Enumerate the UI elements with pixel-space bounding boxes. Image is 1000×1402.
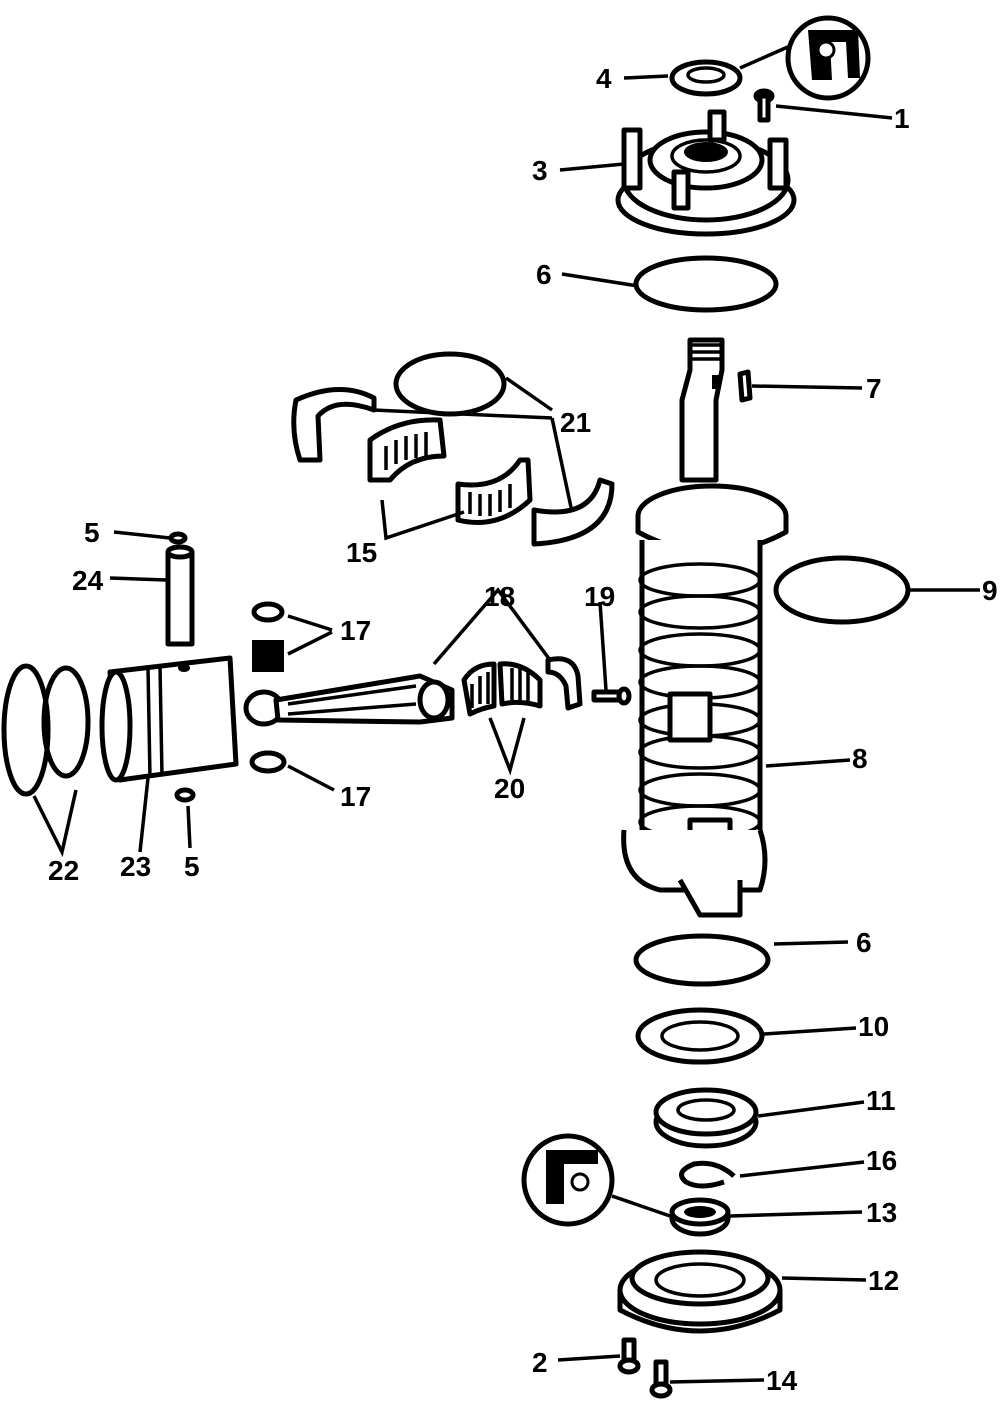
callout-24: 24	[72, 565, 104, 596]
callout-7: 7	[866, 373, 882, 404]
callout-10: 10	[858, 1011, 889, 1042]
callout-21: 21	[560, 407, 591, 438]
rod-cap-part	[545, 656, 583, 711]
connecting-rod-part	[243, 673, 455, 727]
lower-seal-detail-icon	[521, 1133, 615, 1227]
leader-lines	[32, 74, 980, 1384]
snap-ring-part	[679, 1160, 736, 1189]
piston-part	[99, 655, 239, 783]
callout-11: 11	[866, 1085, 896, 1116]
callout-17-upper: 17	[340, 615, 371, 646]
callout-13: 13	[866, 1197, 897, 1228]
upper-o-ring-part	[633, 255, 779, 313]
bolt-part-14	[649, 1359, 673, 1399]
crankshaft-seal-ring-part	[773, 555, 911, 625]
upper-bearing-housing-part	[615, 109, 797, 237]
callout-12: 12	[868, 1265, 899, 1296]
callout-16: 16	[866, 1145, 897, 1176]
callout-18: 18	[484, 581, 515, 612]
bolt-part-2	[617, 1337, 641, 1375]
needle-bearing-cages-part	[367, 417, 533, 525]
ball-bearing-part	[653, 1087, 759, 1149]
callout-15: 15	[346, 537, 377, 568]
callout-1: 1	[894, 103, 910, 134]
leader-detail-bottom	[611, 1194, 671, 1218]
callout-4: 4	[596, 63, 612, 94]
bearing-plate-part	[635, 1007, 765, 1065]
callout-6-lower: 6	[856, 927, 872, 958]
seal-ring-part	[669, 59, 743, 97]
callout-5-upper: 5	[84, 517, 100, 548]
piston-rings-part	[1, 663, 91, 797]
lower-seal-part	[669, 1197, 731, 1237]
key-part	[737, 369, 753, 403]
top-seal-detail-icon	[785, 15, 871, 101]
callout-17-lower: 17	[340, 781, 371, 812]
callout-6-upper: 6	[536, 259, 552, 290]
pin-retainer-upper-part	[168, 531, 188, 545]
lower-bearing-housing-part	[617, 1249, 783, 1334]
rod-cap-screw-part	[591, 686, 632, 706]
piston-pin-part	[165, 544, 195, 647]
bearing-race-halves-part	[291, 351, 615, 547]
screw-part	[753, 88, 775, 123]
pin-retainer-lower-part	[174, 787, 196, 803]
callout-20: 20	[494, 773, 525, 804]
callout-22: 22	[48, 855, 79, 886]
small-end-bearing-part	[249, 601, 287, 774]
callout-5-lower: 5	[184, 851, 200, 882]
crankshaft-part	[621, 337, 789, 918]
callout-23: 23	[120, 851, 151, 882]
callout-19: 19	[584, 581, 615, 612]
callout-2: 2	[532, 1347, 548, 1378]
leader-detail-top	[739, 44, 791, 70]
callout-14: 14	[766, 1365, 798, 1396]
callout-3: 3	[532, 155, 548, 186]
rod-needle-cages-part	[461, 661, 543, 717]
callout-9: 9	[982, 575, 998, 606]
lower-o-ring-part	[633, 933, 771, 987]
callout-8: 8	[852, 743, 868, 774]
